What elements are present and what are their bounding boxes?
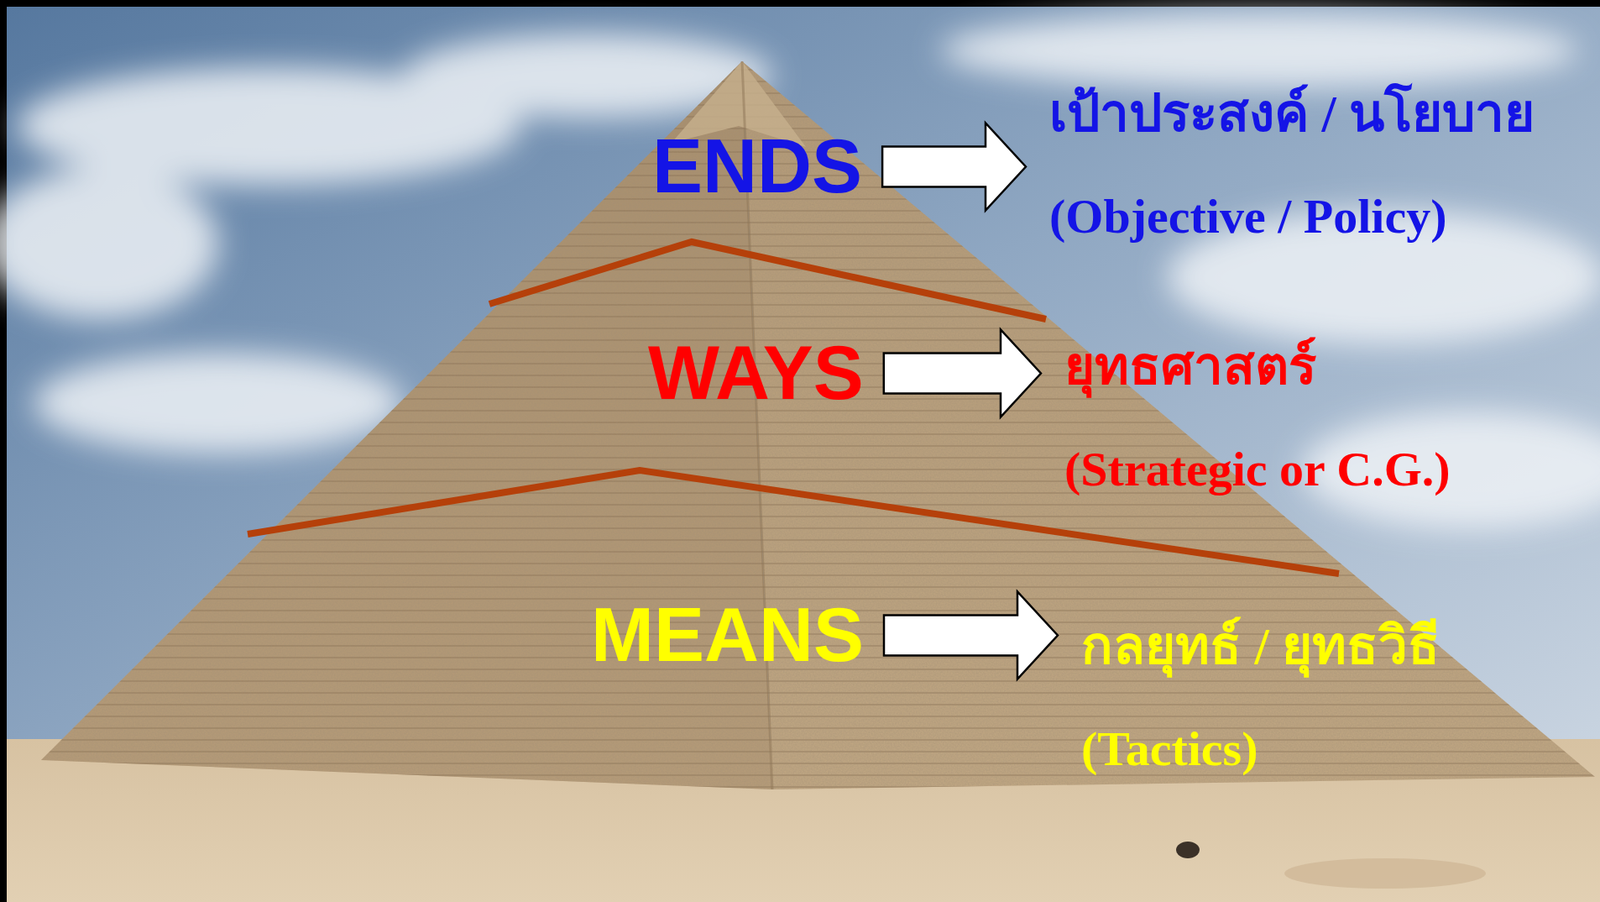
thai-term: ยุทธศาสตร์ [1064,332,1451,401]
tier-name: ENDS [652,125,863,209]
block-arrow [883,591,1058,680]
tier-name: WAYS [648,331,864,415]
tier-description: กลยุทธ์ / ยุทธวิธี (Tactics) [1081,611,1440,780]
thai-term: กลยุทธ์ / ยุทธวิธี [1081,611,1440,680]
english-term: (Strategic or C.G.) [1064,437,1451,501]
tier-description: เป้าประสงค์ / นโยบาย (Objective / Policy) [1049,79,1535,248]
english-term: (Tactics) [1081,716,1440,780]
english-term: (Objective / Policy) [1049,184,1535,248]
tier-label: ENDS [647,125,868,209]
tier-description: ยุทธศาสตร์ (Strategic or C.G.) [1064,332,1451,501]
block-arrow [882,123,1026,211]
tier-label: WAYS [643,331,869,415]
tier-name: MEANS [590,593,864,677]
thai-term: เป้าประสงค์ / นโยบาย [1049,79,1535,148]
block-arrow [883,329,1041,418]
tier-label: MEANS [585,593,869,677]
